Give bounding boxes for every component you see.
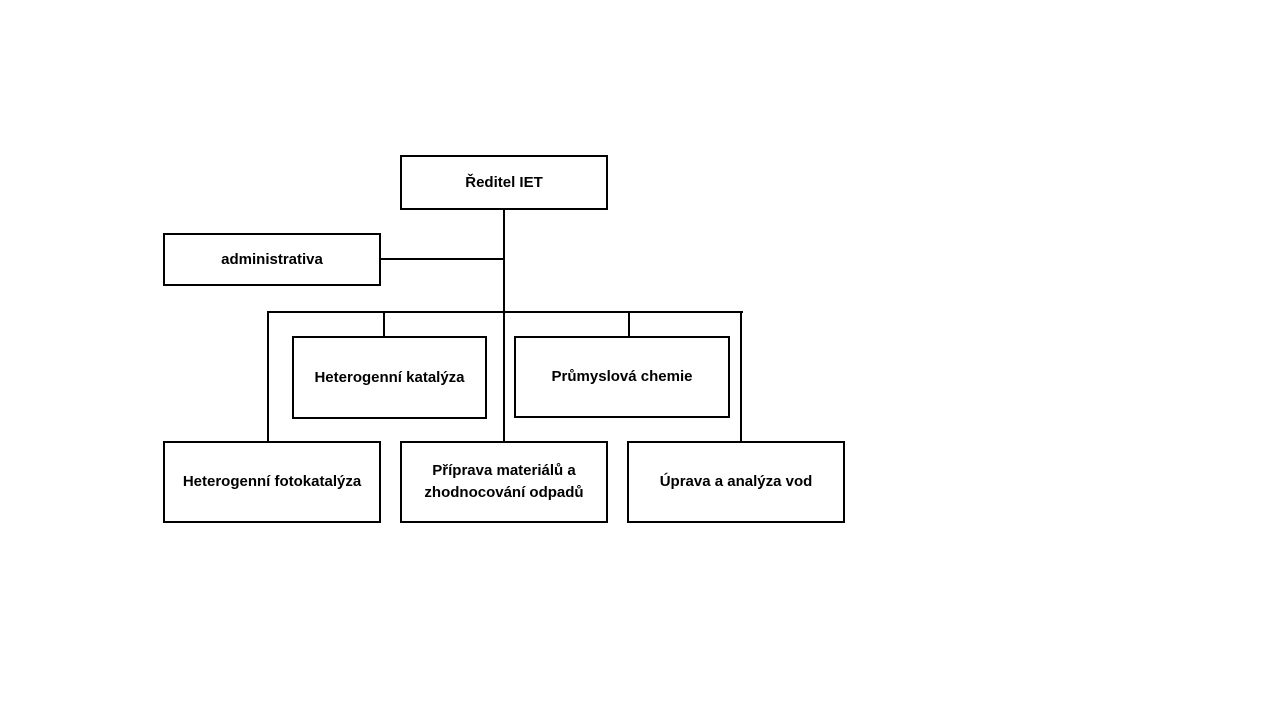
water-treatment-box: Úprava a analýza vod <box>627 441 845 523</box>
heterogeneous-catalysis-box: Heterogenní katalýza <box>292 336 487 419</box>
connector-catalysis <box>383 311 385 337</box>
materials-preparation-label: Příprava materiálů a zhodnocování odpadů <box>424 462 584 501</box>
connector-industrial-chemistry <box>628 311 630 337</box>
director-box: Ředitel IET <box>400 155 608 210</box>
water-treatment-label: Úprava a analýza vod <box>659 473 813 490</box>
heterogeneous-photocatalysis-label: Heterogenní fotokatalýza <box>182 473 362 490</box>
heterogeneous-photocatalysis-box: Heterogenní fotokatalýza <box>163 441 381 523</box>
connector-administration <box>380 258 504 260</box>
industrial-chemistry-box: Průmyslová chemie <box>514 336 730 418</box>
connector-water-treatment <box>740 311 742 442</box>
heterogeneous-catalysis-label: Heterogenní katalýza <box>314 368 465 386</box>
industrial-chemistry-label: Průmyslová chemie <box>551 368 693 385</box>
connector-trunk <box>503 209 505 442</box>
director-label: Ředitel IET <box>465 173 543 191</box>
administration-label: administrativa <box>221 250 323 268</box>
materials-preparation-box: Příprava materiálů a zhodnocování odpadů <box>400 441 608 523</box>
connector-department-bus <box>267 311 743 313</box>
administration-box: administrativa <box>163 233 381 286</box>
connector-photocatalysis <box>267 311 269 442</box>
